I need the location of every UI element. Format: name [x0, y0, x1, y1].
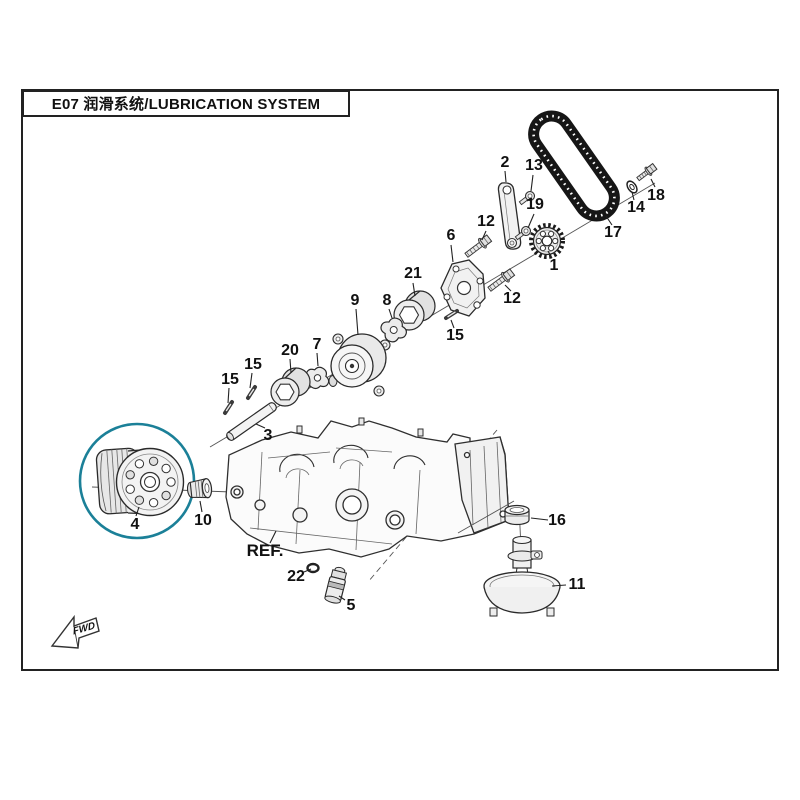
part-callout-3: 3 — [263, 427, 273, 444]
outer-rotor-20 — [270, 367, 311, 407]
part-callout-14: 14 — [627, 199, 645, 216]
part-callout-1: 1 — [549, 257, 559, 274]
part-callout-2: 2 — [500, 154, 510, 171]
part-callout-12: 12 — [477, 213, 495, 230]
part-callout-8: 8 — [382, 292, 392, 309]
part-callout-6: 6 — [446, 227, 456, 244]
washer-14 — [626, 180, 638, 194]
inner-rotor-8 — [380, 317, 407, 343]
bolt-19 — [514, 225, 532, 241]
strainer-leader-line — [457, 500, 515, 534]
pin-15-left — [223, 400, 234, 415]
filter-face-holes — [125, 456, 176, 508]
oil-pump-body-9 — [328, 333, 391, 397]
pump-shaft-3 — [226, 402, 277, 441]
part-callout-17: 17 — [604, 224, 622, 241]
part-callout-18: 18 — [647, 187, 665, 204]
part-callout-22: 22 — [287, 568, 305, 585]
bolt-12-upper — [464, 234, 493, 258]
bolt-12-lower — [487, 268, 516, 292]
page-border — [21, 89, 779, 671]
ref-label: REF. — [246, 541, 284, 560]
tensioner-arm-2 — [497, 182, 522, 250]
part-callout-15: 15 — [446, 327, 464, 344]
pin-15-cover — [444, 309, 459, 320]
oil-strainer-11 — [483, 535, 561, 617]
pin-15-right — [246, 385, 257, 400]
part-callout-16: 16 — [548, 512, 566, 529]
part-callout-7: 7 — [312, 336, 322, 353]
pump-cover-6 — [440, 259, 486, 317]
title-block: E07 润滑系统/LUBRICATION SYSTEM — [22, 90, 350, 117]
union-fitting-10 — [186, 478, 213, 499]
part-callout-10: 10 — [194, 512, 212, 529]
part-callout-15: 15 — [244, 356, 262, 373]
chain-17 — [528, 110, 620, 222]
part-callout-5: 5 — [346, 597, 356, 614]
part-callout-4: 4 — [130, 516, 140, 533]
leader-lines — [135, 170, 656, 601]
sprocket-1 — [529, 223, 565, 259]
pressure-switch-5 — [324, 566, 348, 604]
crankcase-ref — [225, 417, 510, 558]
page-title: E07 润滑系统/LUBRICATION SYSTEM — [51, 96, 321, 113]
bolt-18 — [636, 162, 658, 182]
bolt-13 — [518, 190, 536, 206]
part-callout-9: 9 — [350, 292, 360, 309]
part-callout-20: 20 — [281, 342, 299, 359]
part-callout-11: 11 — [568, 576, 586, 593]
grommet-16 — [504, 504, 530, 526]
part-callout-15: 15 — [221, 371, 239, 388]
inner-rotor-7 — [305, 366, 330, 390]
part-callout-12: 12 — [503, 290, 521, 307]
part-callout-13: 13 — [525, 157, 543, 174]
part-callout-19: 19 — [526, 196, 544, 213]
oil-filter-4 — [95, 447, 185, 517]
o-ring-22 — [306, 562, 320, 574]
part-callout-21: 21 — [404, 265, 422, 282]
fwd-arrow — [50, 614, 100, 649]
